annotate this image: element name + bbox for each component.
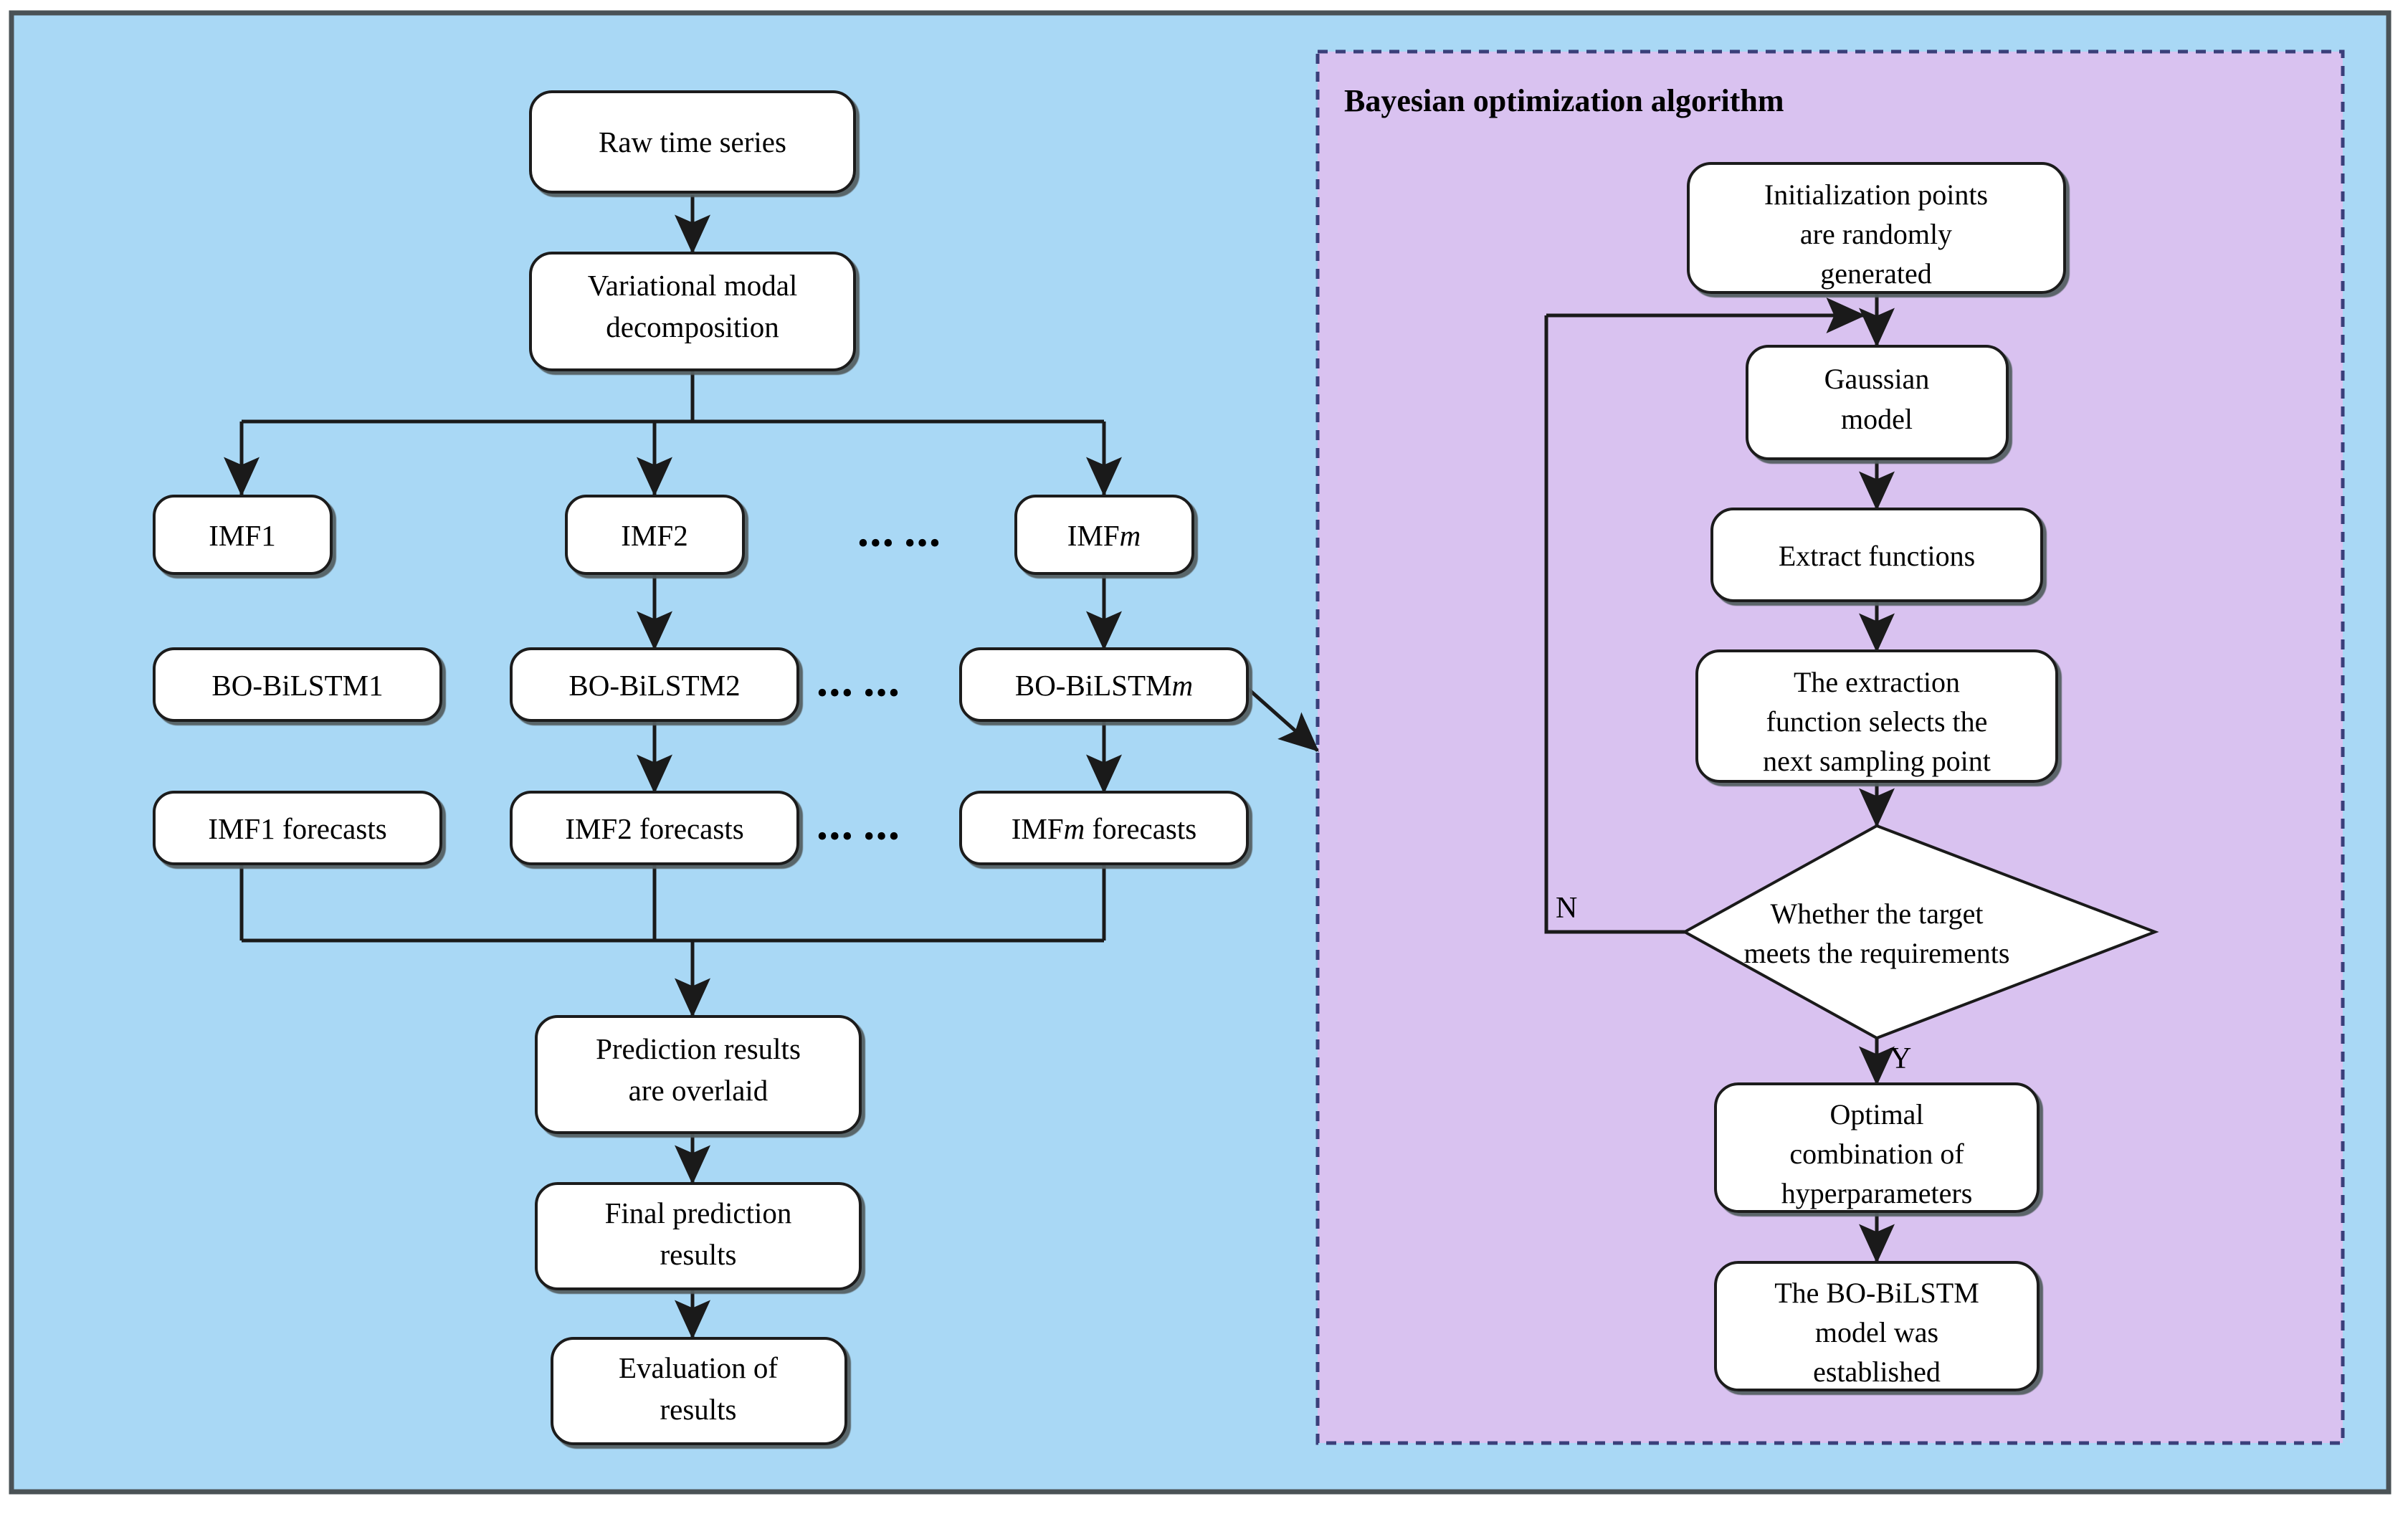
svg-text:IMFm forecasts: IMFm forecasts [1012,812,1196,845]
node-evaluation-of-results: Evaluation of results [551,1337,847,1445]
node-decision-target-requirements: Whether the target meets the requirement… [1681,824,2159,1040]
node-imfm-forecasts-prefix: IMF [1012,812,1064,845]
node-eval-line1: Evaluation of [619,1351,778,1384]
node-bo-bilstmm: BO-BiLSTMm [959,647,1249,722]
node-imfm-suffix: m [1120,519,1141,552]
node-raw-time-series-label: Raw time series [599,125,786,158]
node-imf2-forecasts-label: IMF2 forecasts [565,812,743,845]
ellipsis-forecast-row: ••• ••• [817,819,900,854]
node-model-line3: established [1813,1356,1941,1388]
node-imf2: IMF2 [565,495,745,575]
node-optimal-line3: hyperparameters [1781,1177,1973,1209]
node-gaussian-line1: Gaussian [1824,363,1930,395]
node-selector-line3: next sampling point [1763,745,1991,777]
node-imf1-forecasts-label: IMF1 forecasts [208,812,386,845]
node-overlaid-line1: Prediction results [596,1032,801,1065]
node-final-prediction-results: Final prediction results [535,1182,862,1290]
node-eval-line2: results [660,1393,736,1426]
ellipsis-bolstm-row: ••• ••• [817,675,900,710]
node-extract-functions-label: Extract functions [1779,540,1975,572]
node-gaussian-line2: model [1841,403,1913,435]
node-imf2-label: IMF2 [621,519,687,552]
node-bo-bilstmm-suffix: m [1172,669,1194,702]
edge-label-yes: Y [1890,1042,1911,1075]
node-imfm: IMFm [1014,495,1194,575]
bayesian-flow-edges [1544,292,1895,1264]
node-selector-line1: The extraction [1794,666,1960,698]
node-final-line2: results [660,1238,736,1271]
node-bo-bilstm2-label: BO-BiLSTM2 [568,669,740,702]
node-prediction-results-overlaid: Prediction results are overlaid [535,1015,862,1134]
node-imfm-prefix: IMF [1067,519,1120,552]
node-initialization-points: Initialization points are randomly gener… [1687,162,2066,294]
node-model-line1: The BO-BiLSTM [1774,1277,1979,1309]
node-bo-bilstm1-label: BO-BiLSTM1 [211,669,383,702]
bayesian-panel-title: Bayesian optimization algorithm [1344,83,1784,118]
node-imf1-label: IMF1 [209,519,275,552]
node-extraction-selects-next-point: The extraction function selects the next… [1695,649,2058,783]
node-imfm-forecasts-mid: m [1064,812,1085,845]
node-vmd-line1: Variational modal [588,269,798,302]
node-imfm-forecasts-suffix: forecasts [1085,812,1196,845]
node-init-line2: are randomly [1800,218,1952,250]
node-init-line1: Initialization points [1764,178,1988,211]
node-gaussian-model: Gaussian model [1746,345,2009,460]
node-decision-line1: Whether the target [1771,898,1984,930]
ellipsis-imf-row: ••• ••• [857,525,941,561]
node-bo-bilstmm-prefix: BO-BiLSTM [1015,669,1172,702]
node-model-line2: model was [1815,1316,1938,1348]
svg-text:IMFm: IMFm [1067,519,1141,552]
svg-text:BO-BiLSTMm: BO-BiLSTMm [1015,669,1193,702]
node-decision-line2: meets the requirements [1744,937,2010,969]
node-optimal-hyperparameters: Optimal combination of hyperparameters [1714,1082,2040,1213]
node-imfm-forecasts: IMFm forecasts [959,791,1249,865]
node-bo-bilstm1: BO-BiLSTM1 [153,647,442,722]
node-bo-bilstm2: BO-BiLSTM2 [510,647,799,722]
node-optimal-line1: Optimal [1829,1098,1923,1130]
node-imf2-forecasts: IMF2 forecasts [510,791,799,865]
node-init-line3: generated [1820,257,1931,290]
node-variational-modal-decomposition: Variational modal decomposition [529,252,856,371]
left-flow-edges [224,195,1319,1340]
node-optimal-line2: combination of [1789,1138,1964,1170]
node-selector-line2: function selects the [1766,705,1988,738]
node-final-line1: Final prediction [605,1196,792,1229]
edge-label-no: N [1556,892,1577,925]
node-raw-time-series: Raw time series [529,90,856,194]
node-vmd-line2: decomposition [606,310,779,343]
node-extract-functions: Extract functions [1710,508,2043,602]
node-imf1: IMF1 [153,495,333,575]
node-imf1-forecasts: IMF1 forecasts [153,791,442,865]
node-bo-bilstm-model-established: The BO-BiLSTM model was established [1714,1261,2040,1391]
node-overlaid-line2: are overlaid [629,1074,768,1107]
